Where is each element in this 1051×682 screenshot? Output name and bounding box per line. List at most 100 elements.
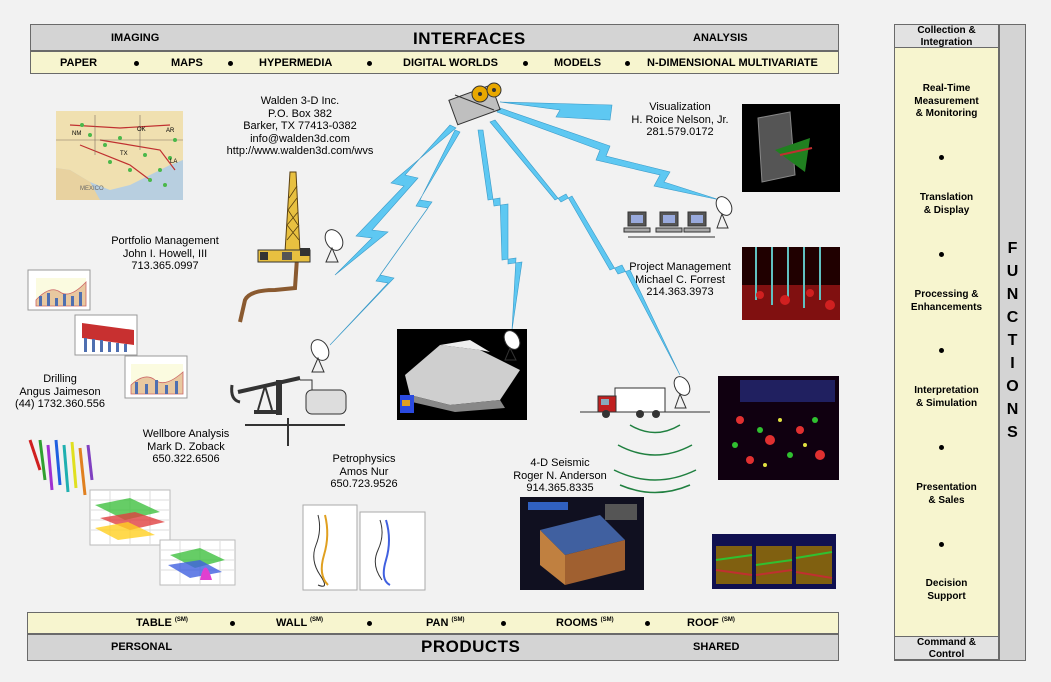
separator-dot [230,621,235,626]
portfolio-phone: 713.365.0997 [131,260,199,272]
seismic-4d-image [520,497,644,590]
lightning-bolt-to-workstations [496,107,721,201]
wellbore-title: Wellbore Analysis [142,428,230,440]
functions-header: Collection &Integration [894,24,999,48]
interfaces-bar [30,24,839,51]
workstations-icon [623,211,715,238]
map-image: NM OK AR TX LA MEXICO [56,111,183,200]
satellite-dish-icon [673,376,691,409]
lightning-bolt-to-truck [489,119,681,376]
functions-letter: N [1006,286,1019,303]
wellbore-grid-2 [159,539,236,586]
wellbore-phone: 650.322.6506 [152,453,220,465]
portfolio-chart-2 [74,314,138,356]
lightning-bolt-to-vr-car [477,129,523,331]
products-items-bar [27,612,839,634]
drilling-derrick-icon [238,171,311,323]
functions-side-bar [999,24,1026,661]
map-label-la: LA [170,159,177,165]
satellite-dish-icon [503,330,521,361]
functions-letter: S [1007,424,1018,441]
drilling-3d-image [28,439,94,496]
walden-company: Walden 3-D Inc. [260,95,340,107]
functions-column [894,24,999,661]
walden-city: Barker, TX 77413-0382 [243,120,357,132]
products-title: PRODUCTS [421,637,521,656]
seismic-person: Roger N. Anderson [513,469,607,482]
petrophysics-person: Amos Nur [339,465,389,478]
petrophysics-phone: 650.723.9526 [330,478,398,490]
separator-dot [645,621,650,626]
functions-letter: F [1007,240,1018,257]
petrophysics-contact: Petrophysics Amos Nur 650.723.9526 [304,453,424,491]
interfaces-title: INTERFACES [413,29,526,48]
storage-tank-icon [300,379,347,415]
separator-dot [501,621,506,626]
project-person: Michael C. Forrest [635,273,725,286]
lightning-bolt-to-derrick [334,124,457,276]
separator-dot [134,61,139,66]
drilling-phone: (44) 1732.360.556 [15,398,105,410]
portfolio-chart-1 [27,269,91,311]
functions-letter: C [1006,309,1019,326]
interface-item-paper: PAPER [60,57,98,69]
portfolio-contact: Portfolio Management John I. Howell, III… [95,235,235,273]
lightning-bolt-to-pumpjack [329,129,461,346]
visualization-person: H. Roice Nelson, Jr. [631,113,729,126]
map-label-ar: AR [166,128,175,134]
seismic-contact: 4-D Seismic Roger N. Anderson 914.365.83… [500,457,620,495]
project-contact: Project Management Michael C. Forrest 21… [610,261,750,299]
walden-po-box: P.O. Box 382 [267,107,332,120]
satellite-icon [448,82,502,126]
satellite-dish-icon [715,196,733,229]
petrophysics-log-image [302,504,426,591]
walden-url[interactable]: http://www.walden3d.com/wvs [226,145,374,157]
diagram-graphics: NM OK AR TX LA MEXICO [27,82,840,591]
interface-item-hypermedia: HYPERMEDIA [259,57,333,69]
pumpjack-icon [230,376,345,446]
product-item-table: TABLE (SM) [136,617,188,629]
vr-car-image [397,329,527,420]
separator-dot [228,61,233,66]
products-bar [27,634,839,661]
function-separator-dot [939,445,944,450]
function-separator-dot [939,348,944,353]
function-separator-dot [939,542,944,547]
lightning-bolts [329,101,721,376]
interfaces-items-bar [30,51,839,74]
separator-dot [625,61,630,66]
drilling-title: Drilling [43,373,77,385]
visualization-phone: 281.579.0172 [646,126,714,138]
separator-dot [367,621,372,626]
function-separator-dot [939,155,944,160]
product-item-wall: WALL (SM) [276,617,324,629]
wellbore-person: Mark D. Zoback [147,440,225,453]
separator-dot [523,61,528,66]
map-label-tx: TX [120,151,128,157]
function-translation: Translation& Display [919,192,974,216]
petrophysics-title: Petrophysics [332,453,396,465]
portfolio-person: John I. Howell, III [122,247,208,260]
seismic-waves [613,424,697,494]
project-phone: 214.363.3973 [646,286,714,298]
walden-contact: Walden 3-D Inc. P.O. Box 382 Barker, TX … [210,95,390,158]
lightning-bolt-to-visualization [499,101,613,121]
seismic-title: 4-D Seismic [530,457,590,469]
portfolio-title: Portfolio Management [111,235,219,247]
portfolio-chart-3 [124,355,188,399]
functions-letter: I [1010,355,1015,372]
personal-label: PERSONAL [111,641,173,653]
function-presentation: Presentation& Sales [916,482,977,506]
interpretation-image [718,376,839,480]
functions-letter: N [1006,401,1019,418]
satellite-dish-icon [310,339,330,373]
project-management-image [742,247,840,320]
imaging-label: IMAGING [111,32,160,44]
drilling-person: Angus Jaimeson [19,385,101,398]
functions-letter: U [1006,263,1019,280]
function-separator-dot [939,252,944,257]
walden-email[interactable]: info@walden3d.com [250,132,350,145]
product-item-rooms: ROOMS (SM) [556,617,614,629]
